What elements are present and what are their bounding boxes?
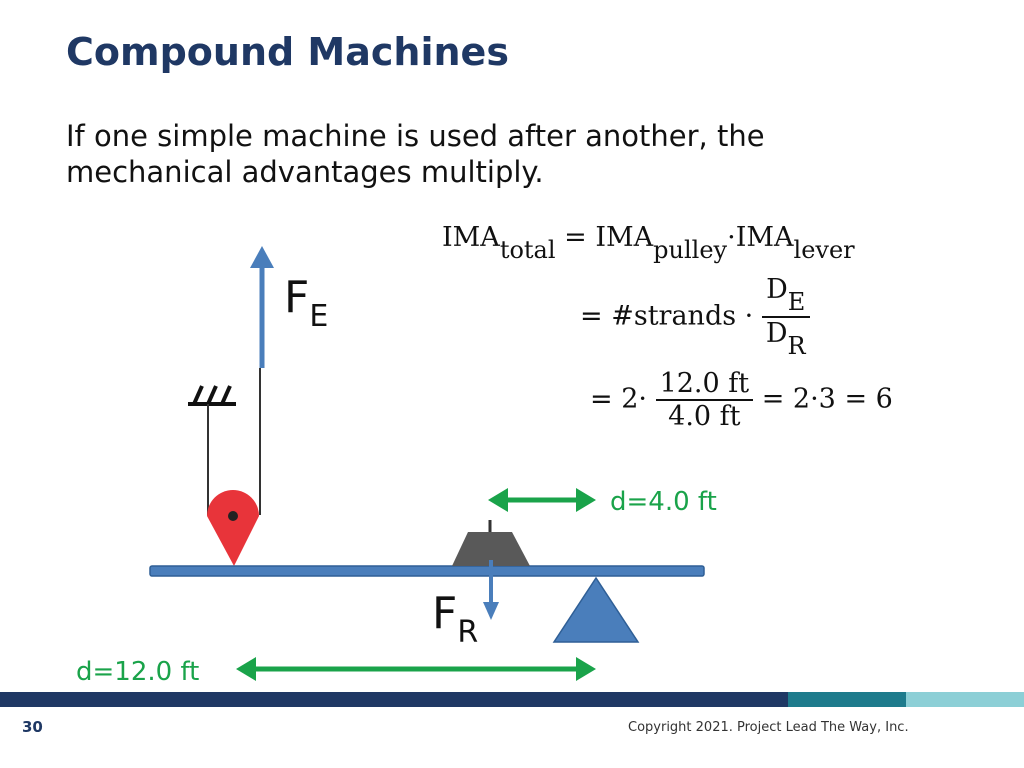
resistance-distance-arrow	[488, 488, 596, 512]
effort-force-label: FE	[284, 272, 328, 334]
compound-machine-diagram: FE FR d=4.0 ft d=12.	[76, 246, 717, 687]
load-weight-icon	[452, 520, 530, 566]
effort-distance-label: d=12.0 ft	[76, 657, 199, 687]
lever-bar	[149, 565, 705, 577]
page-number: 30	[22, 718, 43, 736]
resistance-distance-label: d=4.0 ft	[610, 487, 717, 517]
effort-force-arrow	[250, 246, 274, 368]
equation-line-1: IMAtotal = IMApulley·IMAlever	[442, 222, 855, 264]
resistance-force-label: FR	[432, 588, 478, 650]
ceiling-support-icon	[188, 385, 236, 406]
fraction-distances: 12.0 ft 4.0 ft	[655, 368, 754, 432]
fraction-de-dr: DE DR	[761, 274, 810, 360]
fulcrum-icon	[552, 576, 640, 643]
footer-color-bar	[0, 692, 1024, 707]
equation-line-2: = #strands · DE DR	[580, 274, 810, 360]
effort-distance-arrow	[236, 657, 596, 681]
slide-title: Compound Machines	[66, 30, 509, 74]
resistance-force-arrow	[483, 560, 499, 620]
pulley-icon	[207, 490, 259, 566]
copyright-notice: Copyright 2021. Project Lead The Way, In…	[628, 720, 909, 735]
pulley-ropes	[207, 368, 261, 515]
equation-line-3: = 2· 12.0 ft 4.0 ft = 2·3 = 6	[590, 368, 893, 432]
slide-body-text: If one simple machine is used after anot…	[66, 119, 765, 189]
